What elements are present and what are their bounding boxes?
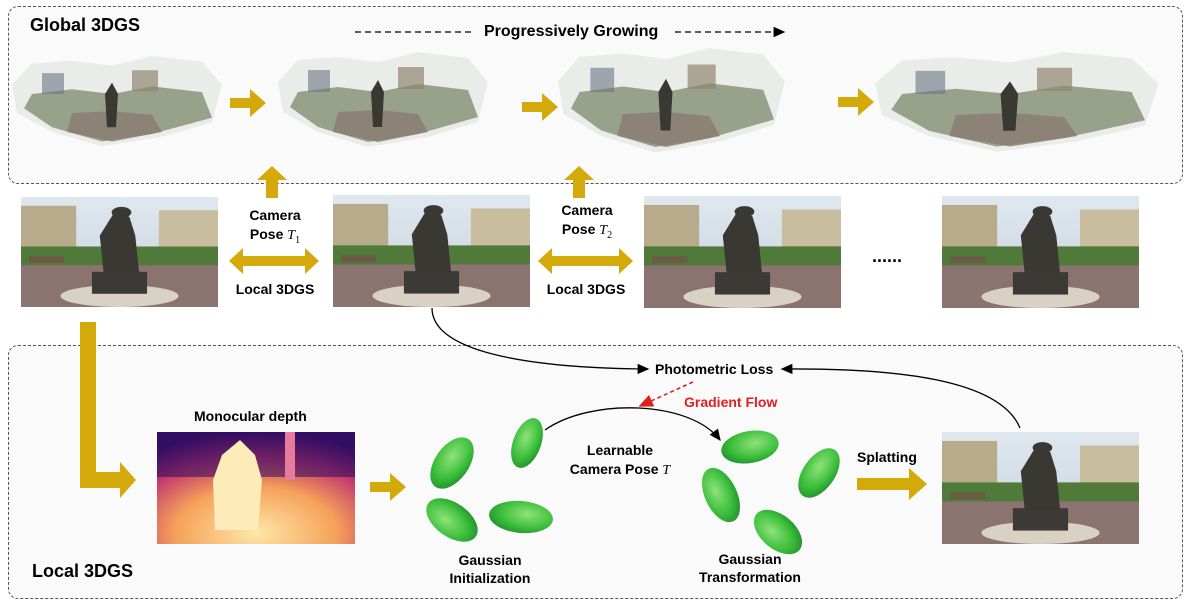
double-arrow-1 xyxy=(229,248,319,274)
photometric-loss-label: Photometric Loss xyxy=(655,361,774,377)
frame-to-depth-arrow xyxy=(80,322,136,498)
gradient-flow-arrow xyxy=(638,381,694,407)
gaussian-init-3 xyxy=(426,498,478,542)
frame2-to-loss-curve xyxy=(431,307,650,375)
camera-pose-1-line2: Pose T1 xyxy=(249,226,301,246)
gaussian-init-1 xyxy=(430,437,474,489)
global-cloud-3 xyxy=(558,48,785,153)
frame-2 xyxy=(333,195,530,307)
gaussian-trans-4 xyxy=(753,509,803,555)
gaussian-trans-2 xyxy=(702,467,740,523)
gradient-flow-label: Gradient Flow xyxy=(684,394,778,410)
up-arrow-1 xyxy=(257,166,287,198)
rendered-frame xyxy=(942,432,1139,544)
gaussian-trans-1 xyxy=(721,430,779,464)
frame-n xyxy=(942,196,1139,308)
gaussian-trans-line2: Transformation xyxy=(699,569,801,585)
camera-pose-1-line1: Camera xyxy=(249,207,301,223)
cloud-arrow-2 xyxy=(522,93,558,121)
frames-ellipsis: ...... xyxy=(872,246,903,266)
splatting-label: Splatting xyxy=(857,449,917,465)
depth-to-gaussian-arrow xyxy=(370,473,406,501)
local-3dgs-title: Local 3DGS xyxy=(32,561,134,581)
global-cloud-2 xyxy=(278,52,488,147)
gaussian-init-line2: Initialization xyxy=(449,570,531,586)
gaussian-trans-line1: Gaussian xyxy=(718,551,782,567)
monocular-depth-label: Monocular depth xyxy=(194,408,307,424)
progressively-growing-label: Progressively Growing xyxy=(484,23,659,40)
frame-1 xyxy=(21,197,218,307)
camera-pose-2-line2: Pose T2 xyxy=(561,221,613,241)
double-arrow-2 xyxy=(538,248,633,274)
splatting-arrow xyxy=(857,468,927,500)
cloud-arrow-1 xyxy=(230,89,266,117)
global-3dgs-title: Global 3DGS xyxy=(30,15,141,35)
gaussian-init-2 xyxy=(511,418,543,468)
cloud-arrow-3 xyxy=(838,88,874,116)
local-3dgs-label-1: Local 3DGS xyxy=(235,281,315,297)
learnable-pose-line2: Camera Pose T xyxy=(569,461,671,478)
camera-pose-2-line1: Camera xyxy=(561,202,613,218)
frame-3 xyxy=(644,196,841,308)
render-to-loss-curve xyxy=(780,363,1021,429)
gaussian-init-4 xyxy=(489,500,553,534)
transform-curve xyxy=(544,407,721,442)
gaussian-init-line1: Gaussian xyxy=(458,552,522,568)
global-cloud-4 xyxy=(875,52,1159,152)
up-arrow-2 xyxy=(564,166,594,198)
local-3dgs-label-2: Local 3DGS xyxy=(546,281,626,297)
learnable-pose-line1: Learnable xyxy=(586,442,654,458)
global-cloud-1 xyxy=(12,56,222,147)
depth-map xyxy=(157,432,355,544)
gaussian-trans-3 xyxy=(798,448,840,498)
